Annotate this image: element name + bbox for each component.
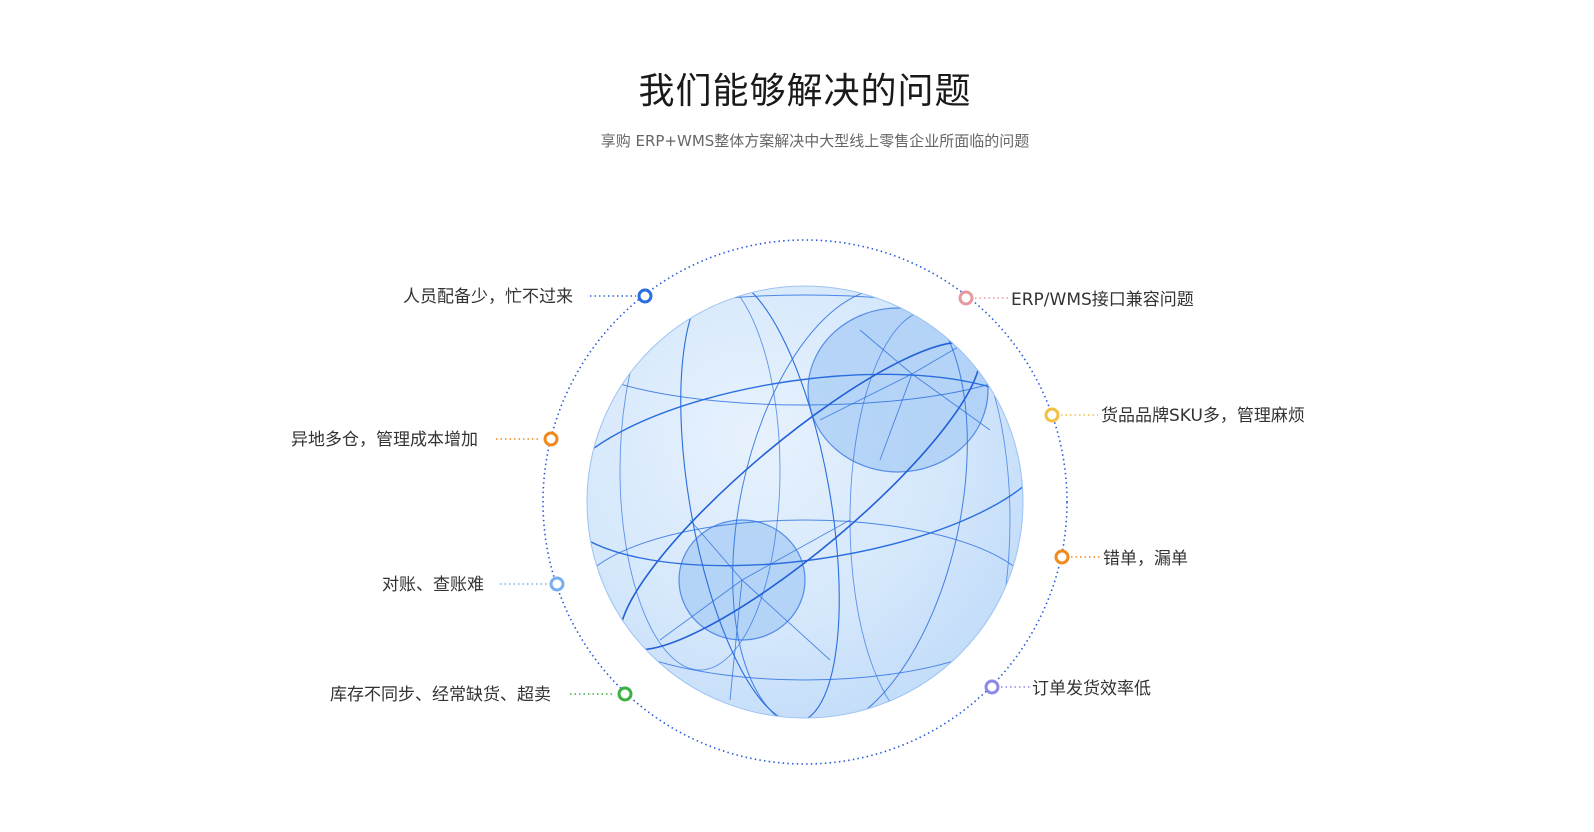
problem-item-sku: 货品品牌SKU多，管理麻烦	[1044, 406, 1305, 426]
page-title: 我们能够解决的问题	[638, 71, 972, 112]
marker-dot	[549, 576, 565, 592]
problem-label: 货品品牌SKU多，管理麻烦	[1101, 406, 1305, 426]
problem-label: ERP/WMS接口兼容问题	[1011, 290, 1194, 310]
problem-item-errors: 错单，漏单	[1054, 549, 1188, 569]
outer-dotted-ring	[542, 239, 1068, 765]
marker-dot	[637, 288, 653, 304]
problem-label: 人员配备少，忙不过来	[403, 287, 573, 307]
marker-dot	[984, 679, 1000, 695]
globe-graphic	[586, 285, 1024, 719]
marker-dot	[1044, 407, 1060, 423]
page-subtitle: 享购 ERP+WMS整体方案解决中大型线上零售企业所面临的问题	[600, 132, 1030, 150]
problem-label: 错单，漏单	[1103, 549, 1188, 569]
problem-label: 对账、查账难	[382, 575, 484, 595]
marker-dot	[543, 431, 559, 447]
problem-item-erp: ERP/WMS接口兼容问题	[958, 290, 1194, 310]
marker-dot	[1054, 549, 1070, 565]
marker-dot	[958, 290, 974, 306]
problem-label: 库存不同步、经常缺货、超卖	[330, 685, 551, 705]
problem-label: 异地多仓，管理成本增加	[291, 430, 478, 450]
problem-label: 订单发货效率低	[1032, 679, 1151, 699]
problem-item-inventory: 库存不同步、经常缺货、超卖	[330, 685, 633, 705]
problem-item-shipping: 订单发货效率低	[984, 679, 1151, 699]
marker-dot	[617, 686, 633, 702]
problem-item-staff: 人员配备少，忙不过来	[403, 287, 653, 307]
problem-item-reconcile: 对账、查账难	[382, 575, 565, 595]
problem-item-warehouse: 异地多仓，管理成本增加	[291, 430, 559, 450]
